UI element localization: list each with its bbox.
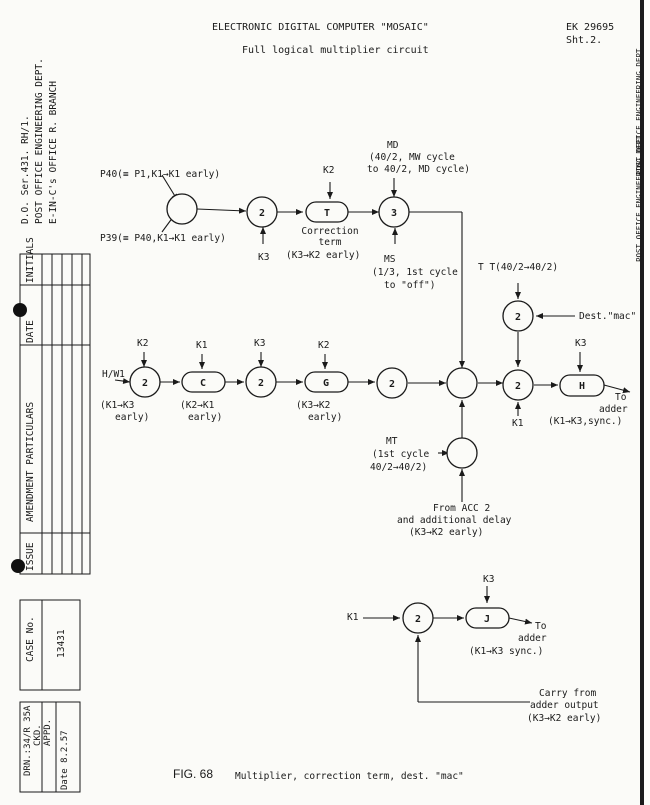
output-timing: (K1→K3,sync.) (548, 416, 623, 427)
node-label: 2 (415, 614, 421, 625)
label-k1: K1 (512, 418, 524, 429)
label-k3: K3 (258, 252, 270, 263)
node-label: 2 (258, 378, 264, 389)
branch-name: E-IN-C's OFFICE R. BRANCH (48, 81, 59, 224)
output-to: To (615, 392, 627, 403)
carry-desc: adder output (530, 700, 599, 711)
page-title: ELECTRONIC DIGITAL COMPUTER "MOSAIC" (212, 22, 429, 33)
acc2-label: From ACC 2 (433, 503, 491, 514)
node-label: G (323, 378, 329, 389)
figure-caption: Multiplier, correction term, dest. "mac" (235, 771, 464, 782)
node-label: 2 (515, 312, 521, 323)
delay-h (559, 374, 605, 397)
and-gate-a (129, 366, 161, 398)
and-gate-top (246, 196, 278, 228)
node-label: 2 (389, 379, 395, 390)
label-k2: K2 (323, 165, 335, 176)
node-label: T (324, 208, 330, 219)
label-k3: K3 (483, 574, 495, 585)
node-label: J (484, 614, 490, 625)
input-hw1: H/W1 (102, 369, 125, 380)
node-label: 3 (391, 208, 397, 219)
output-timing: (K1→K3 sync.) (469, 646, 544, 657)
input-p40: P40(≡ P1,K1→K1 early) (100, 169, 221, 180)
timing-k2k1: early) (188, 412, 223, 423)
drawing-number: EK 29695 (566, 22, 615, 33)
output-adder: adder (599, 404, 628, 415)
output-adder: adder (518, 633, 547, 644)
ms-desc: (1/3, 1st cycle (372, 267, 458, 278)
sheet-number: Sht.2. (566, 35, 603, 46)
input-p39: P39(≡ P40,K1→K1 early) (100, 233, 226, 244)
amend-header-particulars: AMENDMENT PARTICULARS (25, 401, 36, 522)
correction-term-label: Correction (301, 226, 359, 237)
punch-hole-top (13, 303, 27, 317)
mt-desc: (1st cycle (372, 449, 430, 460)
tt-label: T T(40/2→40/2) (478, 262, 559, 273)
delay-t (305, 201, 349, 223)
label-k1: K1 (196, 340, 208, 351)
delay-c (181, 371, 226, 393)
label-k2: K2 (318, 340, 330, 351)
timing-k1k3: (K1→K3 (100, 400, 135, 411)
figure-number: FIG. 68 (173, 767, 214, 781)
amend-header-initials: INITIALS (25, 237, 36, 283)
ms-label: MS (384, 254, 396, 265)
acc2-desc: and additional delay (397, 515, 512, 526)
label-k3: K3 (575, 338, 587, 349)
node-label: H (579, 381, 585, 392)
or-gate-mt (446, 437, 478, 469)
delay-j (465, 607, 510, 629)
and-gate-d (502, 369, 534, 401)
correction-term-label: term (318, 237, 342, 248)
drawing-date: Date 8.2.57 (60, 730, 70, 790)
and-gate-dest (502, 300, 534, 332)
punch-hole-bottom (11, 559, 25, 573)
and-gate-c (376, 367, 408, 399)
and-gate-j (402, 602, 434, 634)
amend-header-issue: ISSUE (25, 542, 36, 571)
correction-term-timing: (K3→K2 early) (286, 250, 361, 261)
gate-3 (378, 196, 410, 228)
or-gate-mid (446, 367, 478, 399)
mt-desc: 40/2→40/2) (370, 462, 428, 473)
delay-g (304, 371, 349, 393)
timing-k1k3: early) (115, 412, 150, 423)
or-gate-top (166, 193, 198, 225)
carry-timing: (K3→K2 early) (527, 713, 602, 724)
md-desc: to 40/2, MD cycle) (367, 164, 470, 175)
file-reference: D.O. Ser.431. RH/1. (20, 115, 31, 224)
department-name: POST OFFICE ENGINEERING DEPT. (34, 58, 45, 224)
mt-label: MT (386, 436, 398, 447)
acc2-timing: (K3→K2 early) (409, 527, 484, 538)
md-desc: (40/2, MW cycle (369, 152, 455, 163)
ms-desc: to "off") (384, 280, 436, 291)
and-gate-b (245, 366, 277, 398)
node-label: 2 (142, 378, 148, 389)
label-k3: K3 (254, 338, 266, 349)
page-subtitle: Full logical multiplier circuit (242, 45, 429, 56)
timing-k2k1: (K2→K1 (180, 400, 215, 411)
label-k1: K1 (347, 612, 359, 623)
node-label: 2 (259, 208, 265, 219)
output-to: To (535, 621, 547, 632)
amend-header-date: DATE (25, 320, 36, 343)
right-margin-dept-mid: POST OFFICE ENGINEERING DEPT. (635, 131, 644, 262)
md-label: MD (387, 140, 399, 151)
carry-label: Carry from (539, 688, 597, 699)
timing-k3k2: (K3→K2 (296, 400, 331, 411)
node-label: 2 (515, 381, 521, 392)
label-k2: K2 (137, 338, 149, 349)
amendments-table (19, 253, 91, 793)
node-label: C (200, 378, 206, 389)
dest-mac-label: Dest."mac" (579, 311, 637, 322)
timing-k3k2: early) (308, 412, 343, 423)
case-label: CASE No. (25, 616, 36, 662)
approved-by: APPD. (43, 718, 53, 746)
case-number: 13431 (56, 629, 67, 658)
